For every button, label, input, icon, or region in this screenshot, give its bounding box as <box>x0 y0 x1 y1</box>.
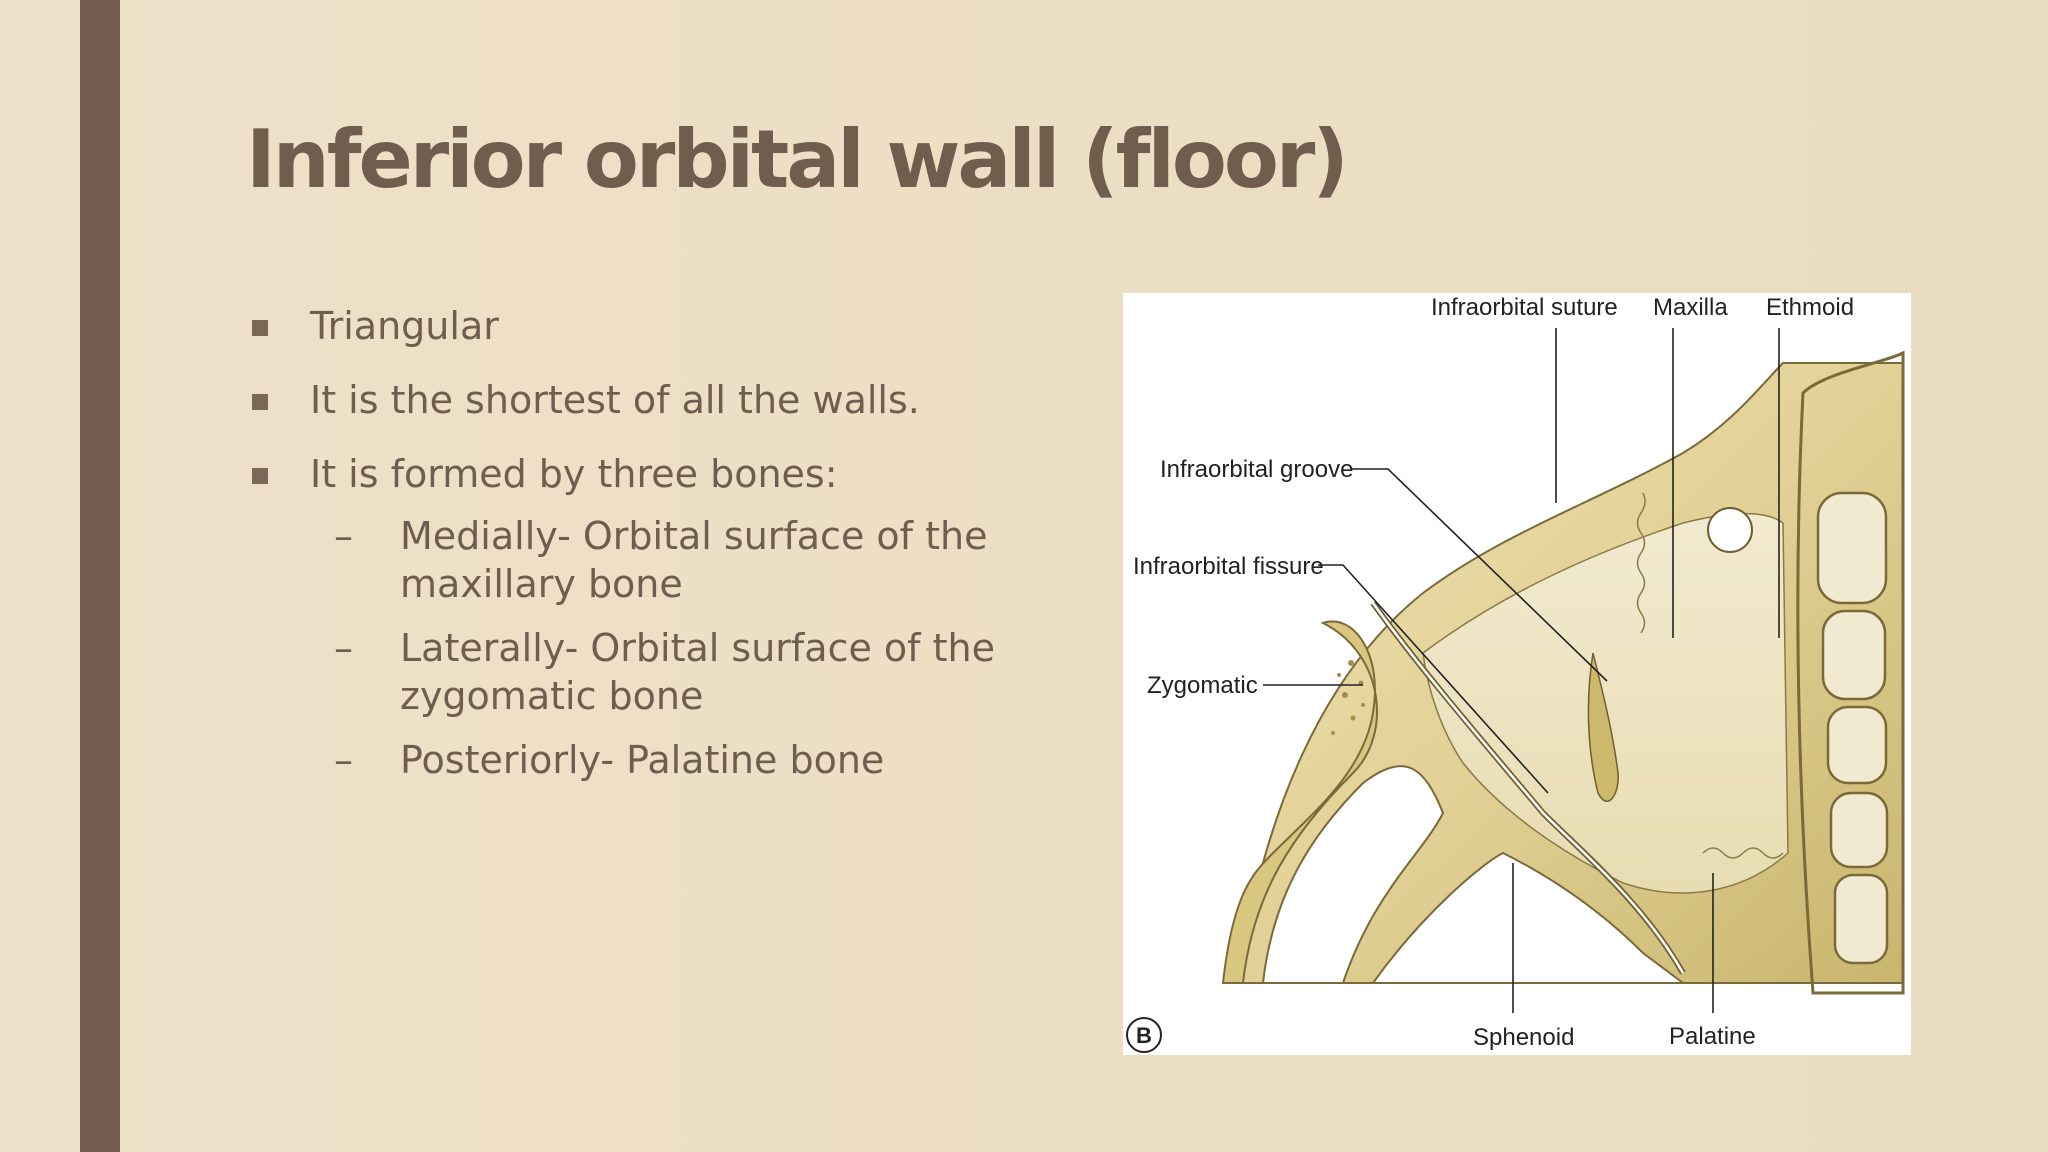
dash-marker: – <box>334 626 353 670</box>
bullet-item: It is the shortest of all the walls. <box>246 370 1046 430</box>
bullet-text: It is formed by three bones: <box>310 452 838 496</box>
leader-lines <box>1263 328 1780 1013</box>
square-bullet-icon <box>252 394 268 410</box>
sub-bullet-text: Posteriorly- Palatine bone <box>400 738 885 782</box>
dash-marker: – <box>334 738 353 782</box>
temporal-fossa <box>1261 765 1445 984</box>
label-palatine: Palatine <box>1669 1023 1756 1050</box>
ethmoid-air-cells <box>1816 491 1889 965</box>
label-infraorbital-fissure: Infraorbital fissure <box>1133 553 1324 580</box>
bullet-text: It is the shortest of all the walls. <box>310 378 920 422</box>
label-ethmoid: Ethmoid <box>1766 294 1854 321</box>
bullet-list: Triangular It is the shortest of all the… <box>246 296 1046 800</box>
anatomy-diagram: Infraorbital suture Maxilla Ethmoid Infr… <box>1126 294 1905 1053</box>
dash-marker: – <box>334 514 353 558</box>
label-sphenoid: Sphenoid <box>1473 1024 1574 1051</box>
label-infraorbital-groove: Infraorbital groove <box>1160 456 1353 483</box>
label-zygomatic: Zygomatic <box>1147 672 1258 699</box>
square-bullet-icon <box>252 468 268 484</box>
sub-bullet-text: Medially- Orbital surface of the maxilla… <box>400 514 988 606</box>
square-bullet-icon <box>252 320 268 336</box>
slide-title: Inferior orbital wall (floor) <box>246 113 1349 206</box>
foramen-hole <box>1707 507 1753 553</box>
bullet-item: It is formed by three bones: <box>246 444 1046 504</box>
orbital-floor-illustration: Infraorbital suture Maxilla Ethmoid Infr… <box>1123 293 1911 1055</box>
zygomatic-bone <box>1221 620 1378 984</box>
infraorbital-groove <box>1587 652 1619 802</box>
label-infraorbital-suture: Infraorbital suture <box>1431 294 1618 321</box>
sub-bullet-item: – Laterally- Orbital surface of the zygo… <box>246 624 1040 720</box>
bullet-item: Triangular <box>246 296 1046 356</box>
sub-bullet-item: – Posteriorly- Palatine bone <box>246 736 1040 784</box>
label-maxilla: Maxilla <box>1653 294 1728 321</box>
sub-bullet-item: – Medially- Orbital surface of the maxil… <box>246 512 1040 608</box>
bullet-text: Triangular <box>310 304 499 348</box>
accent-bar <box>80 0 120 1152</box>
sub-bullet-text: Laterally- Orbital surface of the zygoma… <box>400 626 995 718</box>
sphenoid-region <box>1371 851 1686 984</box>
panel-marker-label: B <box>1136 1023 1152 1048</box>
maxillo-palatine-suture <box>1702 847 1784 859</box>
infraorbital-suture-line <box>1636 492 1646 634</box>
panel-marker-circle <box>1126 1017 1162 1053</box>
